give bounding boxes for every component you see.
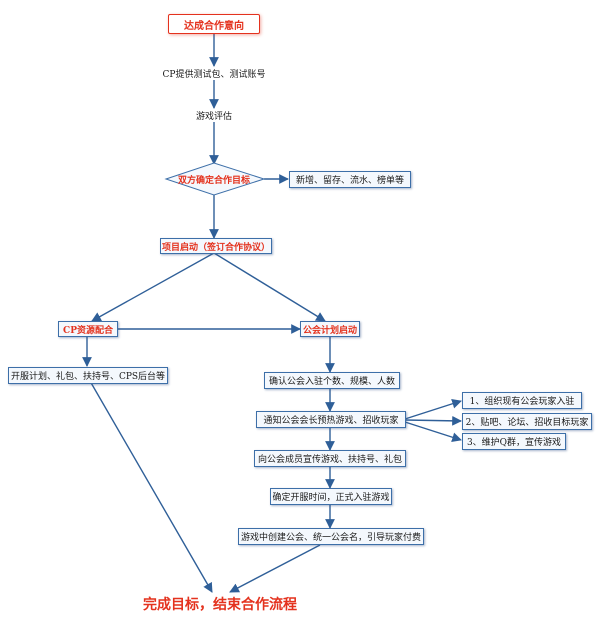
create-guild-node: 游戏中创建公会、统一公会名，引导玩家付费 [238, 528, 424, 545]
cp-resources-node: CP资源配合 [58, 321, 118, 337]
finish-node: 完成目标，结束合作流程 [143, 597, 297, 613]
project-start-node: 项目启动（签订合作协议） [160, 238, 272, 254]
edge-notify-org [404, 399, 462, 420]
notify-leader-node: 通知公会会长预热游戏、招收玩家 [256, 411, 406, 428]
decision-diamond [164, 162, 266, 196]
guild-plan-node: 公会计划启动 [300, 321, 360, 337]
qq-group-node: 3、维护Q群，宣传游戏 [462, 433, 566, 450]
mutual-goal-node: 双方确定合作目标 [177, 175, 250, 186]
start-node: 达成合作意向 [168, 14, 260, 34]
edge-notify-qq [404, 421, 462, 442]
edge-notify-forum [404, 415, 462, 426]
cp-provide-node: CP提供测试包、测试账号 [162, 69, 266, 80]
forum-recruit-node: 2、贴吧、论坛、招收目标玩家 [462, 413, 592, 430]
org-players-node: 1、组织现有公会玩家入驻 [462, 392, 582, 409]
confirm-guilds-node: 确认公会入驻个数、规模、人数 [264, 372, 400, 389]
edge-create-finish [229, 544, 321, 593]
promote-members-node: 向公会成员宣传游戏、扶持号、礼包 [254, 450, 406, 467]
confirm-time-node: 确定开服时间，正式入驻游戏 [270, 488, 392, 505]
goal-metrics-node: 新增、留存、流水、榜单等 [289, 171, 411, 188]
edge-project-guild [213, 252, 326, 322]
edge-project-cp [91, 252, 215, 322]
edge-server-finish [89, 380, 213, 593]
game-eval-node: 游戏评估 [195, 111, 232, 122]
server-plan-node: 开服计划、礼包、扶持号、CPS后台等 [8, 367, 168, 384]
